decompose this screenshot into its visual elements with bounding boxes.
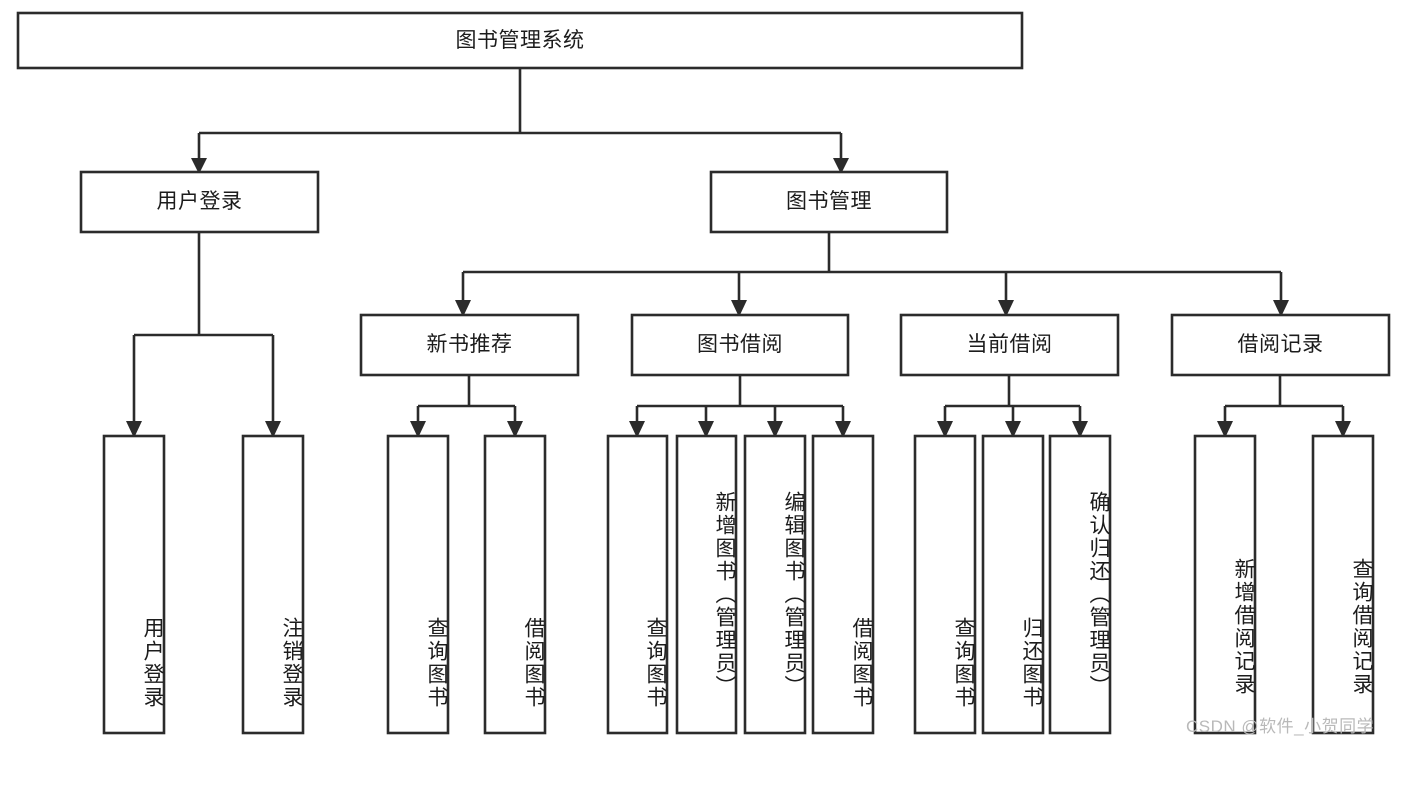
node-box-book-manage[interactable] <box>709 170 949 234</box>
node-box-new-book-recommend[interactable] <box>359 313 580 377</box>
node-box-leaf-return-book[interactable] <box>981 434 1045 735</box>
connector-borrowrecord-to-leaves <box>1217 375 1351 438</box>
connector-root-to-level2 <box>191 68 849 174</box>
flowchart-canvas: 图书管理系统 用户登录 图书管理 新书推荐 图书借阅 当前借阅 借阅记录 用户登… <box>16 11 1391 736</box>
node-box-leaf-query-book-borrow[interactable] <box>606 434 669 735</box>
node-box-leaf-add-record[interactable] <box>1193 434 1257 735</box>
flowchart-svg <box>16 11 1391 735</box>
node-box-book-borrow[interactable] <box>630 313 850 377</box>
node-box-leaf-edit-book[interactable] <box>743 434 807 735</box>
node-box-leaf-query-book-cur[interactable] <box>913 434 977 735</box>
node-box-leaf-logout[interactable] <box>241 434 305 735</box>
node-box-borrow-record[interactable] <box>1170 313 1391 377</box>
node-box-leaf-user-login[interactable] <box>102 434 166 735</box>
node-box-root[interactable] <box>16 11 1024 70</box>
node-box-current-borrow[interactable] <box>899 313 1120 377</box>
node-box-leaf-query-record[interactable] <box>1311 434 1375 735</box>
connector-bookmanage-to-level3 <box>455 232 1289 317</box>
connector-newbook-to-leaves <box>410 375 523 438</box>
node-box-leaf-borrow-book[interactable] <box>811 434 875 735</box>
node-box-leaf-query-book-rec[interactable] <box>386 434 450 735</box>
node-box-leaf-add-book[interactable] <box>675 434 738 735</box>
watermark-text: CSDN @软件_小贺同学 <box>1186 717 1375 736</box>
connector-bookborrow-to-leaves <box>629 375 851 438</box>
connector-userlogin-to-leaves <box>126 232 281 438</box>
node-box-leaf-confirm-return[interactable] <box>1048 434 1112 735</box>
node-box-user-login[interactable] <box>79 170 320 234</box>
node-box-leaf-borrow-book-rec[interactable] <box>483 434 547 735</box>
connector-currentborrow-to-leaves <box>937 375 1088 438</box>
